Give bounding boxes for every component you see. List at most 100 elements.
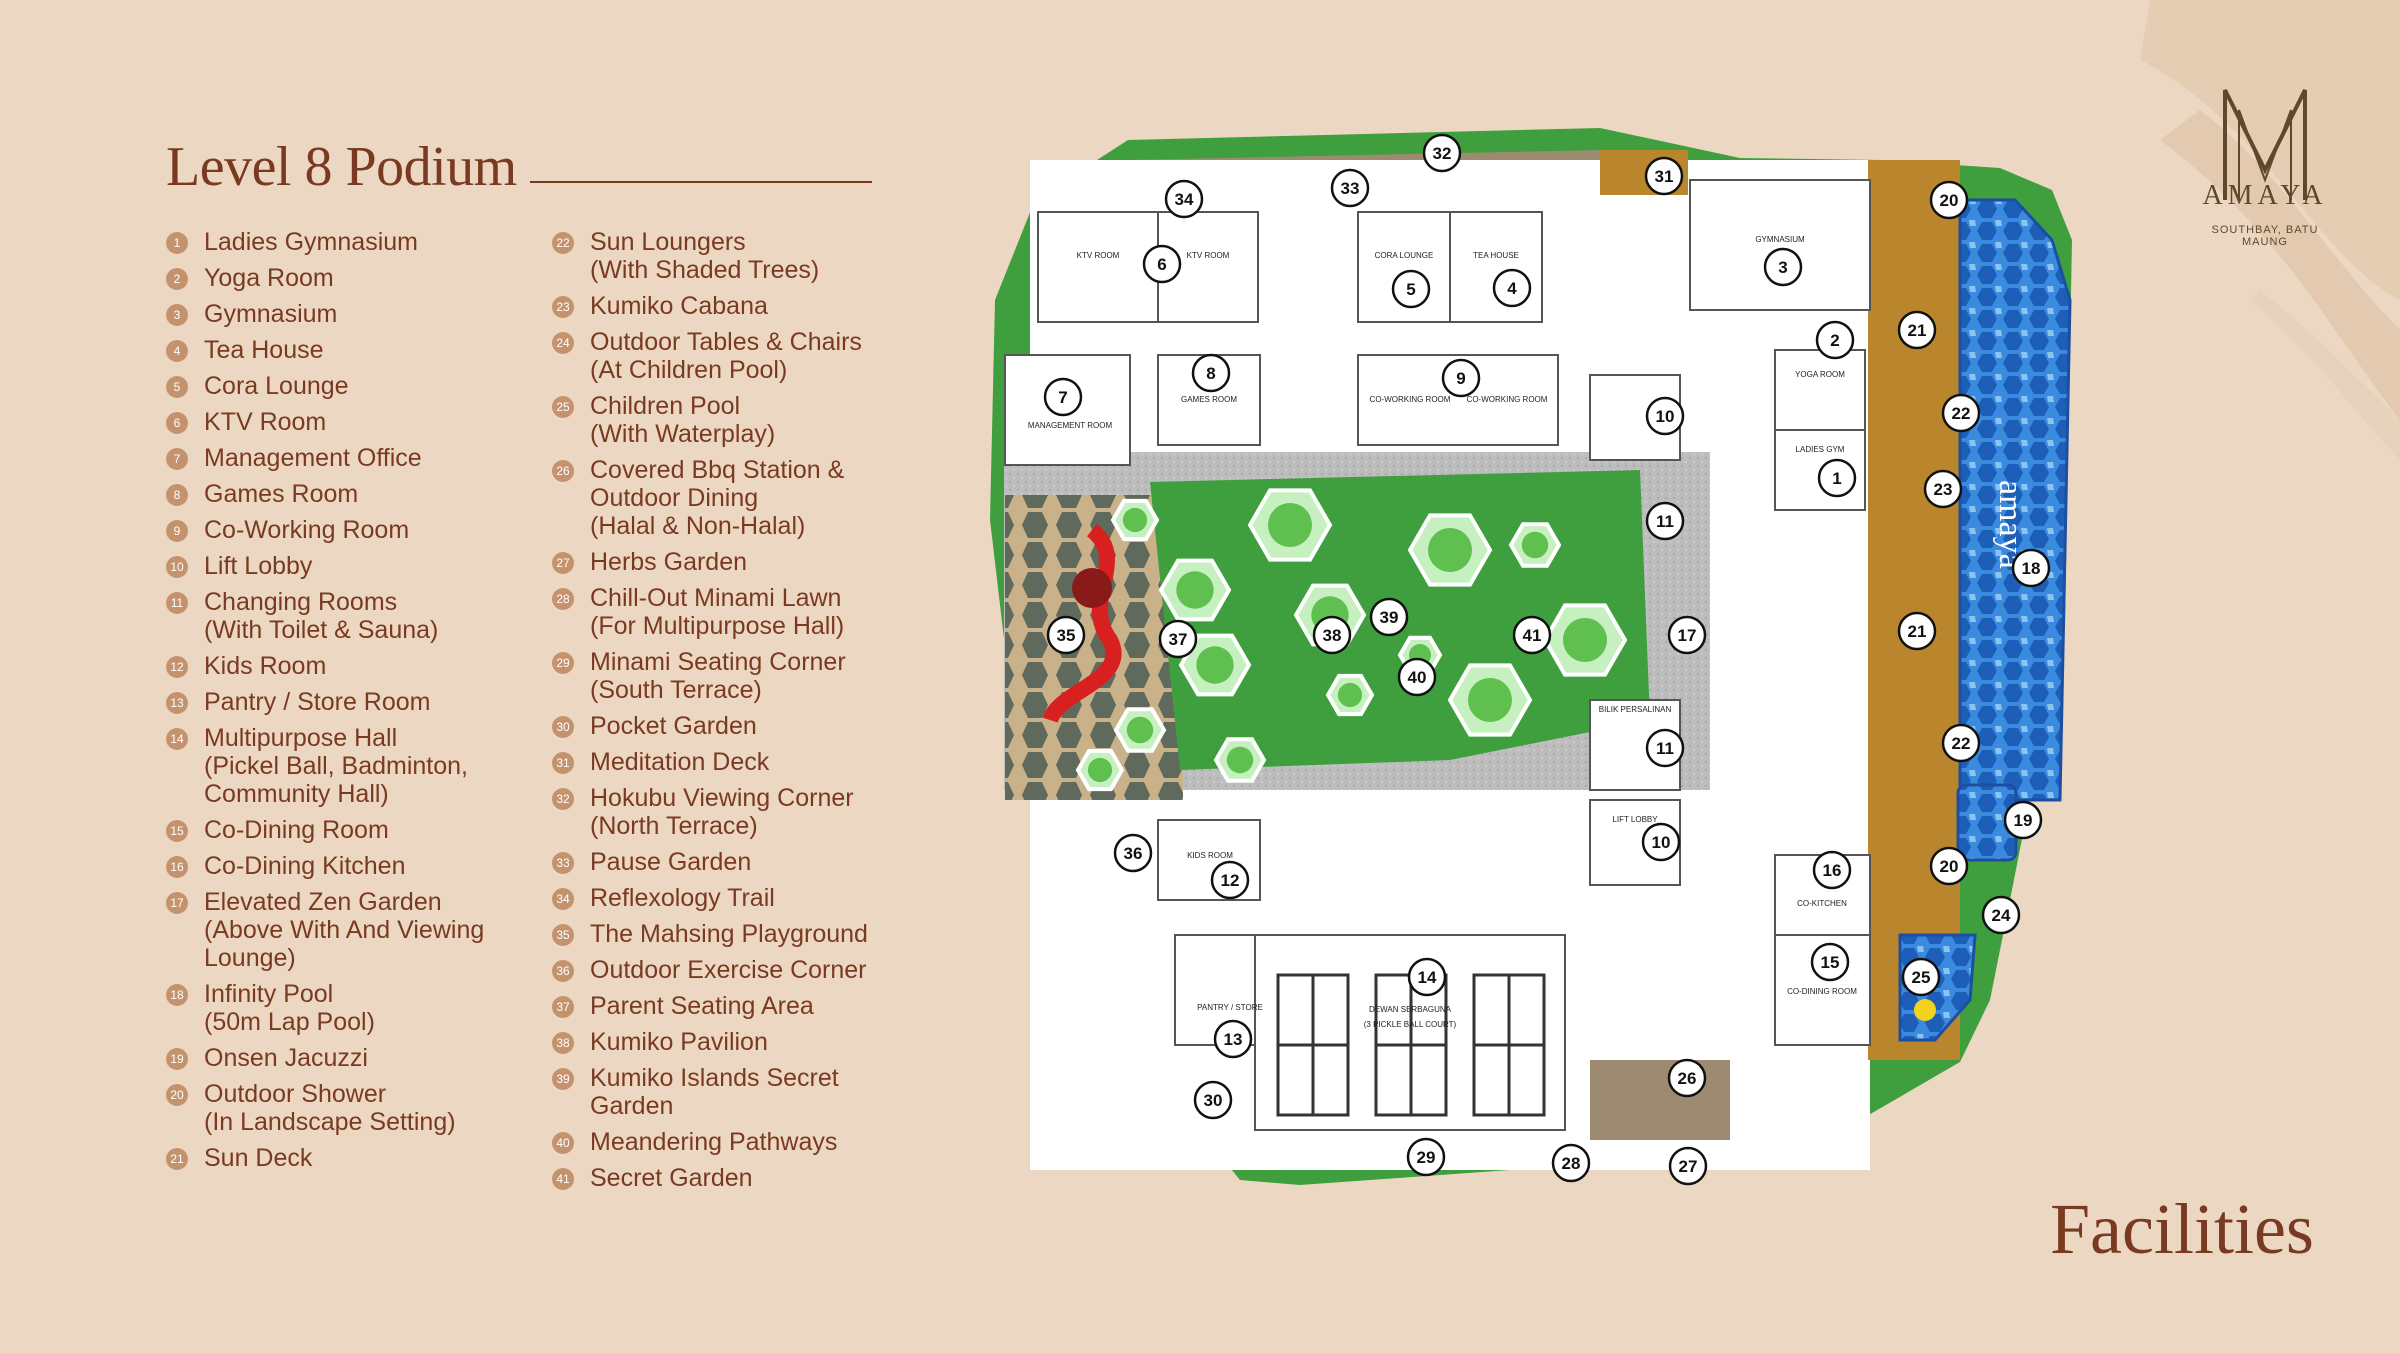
room-label: GAMES ROOM bbox=[1181, 395, 1237, 404]
tree-canopy bbox=[1337, 682, 1363, 708]
facility-label: Kumiko Cabana bbox=[590, 292, 768, 320]
tree-canopy bbox=[1122, 507, 1148, 533]
plan-marker-circle bbox=[1644, 156, 1684, 196]
plan-marker: 40 bbox=[1397, 657, 1437, 697]
room-label: LADIES GYM bbox=[1796, 445, 1845, 454]
room-label: CORA LOUNGE bbox=[1375, 251, 1434, 260]
plan-marker: 17 bbox=[1667, 615, 1707, 655]
plan-marker-number: 3 bbox=[1778, 258, 1787, 277]
plan-marker-number: 1 bbox=[1832, 469, 1841, 488]
plan-marker-number: 7 bbox=[1058, 388, 1067, 407]
plan-marker: 35 bbox=[1046, 615, 1086, 655]
plan-marker-number: 19 bbox=[2014, 811, 2033, 830]
facility-number-badge: 16 bbox=[166, 856, 188, 878]
brand-tagline: SOUTHBAY, BATU MAUNG bbox=[2211, 224, 2319, 248]
plan-marker-number: 38 bbox=[1323, 626, 1342, 645]
plan-marker-circle bbox=[1397, 657, 1437, 697]
plan-marker-circle bbox=[1210, 860, 1250, 900]
plan-marker-circle bbox=[1763, 247, 1803, 287]
plan-marker-circle bbox=[2003, 800, 2043, 840]
facility-label: Co-Working Room bbox=[204, 516, 410, 544]
facility-label: Management Office bbox=[204, 444, 422, 472]
facility-label: Co-Dining Room bbox=[204, 816, 389, 844]
room-label: DEWAN SERBAGUNA bbox=[1369, 1005, 1452, 1014]
plan-marker: 19 bbox=[2003, 800, 2043, 840]
plan-marker-circle bbox=[1897, 310, 1937, 350]
facility-label: Meditation Deck bbox=[590, 748, 770, 776]
plan-marker-circle bbox=[1158, 619, 1198, 659]
plan-marker-number: 33 bbox=[1341, 179, 1360, 198]
plan-marker-number: 5 bbox=[1406, 280, 1415, 299]
room-label: PANTRY / STORE bbox=[1197, 1003, 1263, 1012]
plan-marker-circle bbox=[1369, 597, 1409, 637]
facility-label: Games Room bbox=[204, 480, 359, 508]
plan-marker: 33 bbox=[1330, 168, 1370, 208]
facility-number-badge: 33 bbox=[552, 852, 574, 874]
facility-label: Ladies Gymnasium bbox=[204, 228, 418, 256]
plan-marker: 26 bbox=[1667, 1058, 1707, 1098]
facility-label: Sun Deck bbox=[204, 1144, 313, 1172]
facility-number-badge: 22 bbox=[552, 232, 574, 254]
plan-marker-circle bbox=[1645, 396, 1685, 436]
plan-marker-circle bbox=[1901, 957, 1941, 997]
facility-number-badge: 23 bbox=[552, 296, 574, 318]
facility-label: Changing Rooms (With Toilet & Sauna) bbox=[204, 588, 439, 644]
facility-number-badge: 31 bbox=[552, 752, 574, 774]
facility-number-badge: 18 bbox=[166, 984, 188, 1006]
tree-canopy bbox=[1126, 716, 1154, 744]
plan-marker: 41 bbox=[1512, 615, 1552, 655]
plan-marker: 10 bbox=[1641, 822, 1681, 862]
facility-label: Multipurpose Hall (Pickel Ball, Badminto… bbox=[204, 724, 469, 808]
plan-marker: 1 bbox=[1817, 458, 1857, 498]
sun-deck bbox=[1868, 160, 1960, 1060]
facility-label: Kumiko Islands Secret Garden bbox=[590, 1064, 839, 1120]
playground-tower bbox=[1072, 568, 1112, 608]
plan-marker-number: 18 bbox=[2022, 559, 2041, 578]
plan-marker: 30 bbox=[1193, 1080, 1233, 1120]
facility-number-badge: 8 bbox=[166, 484, 188, 506]
plan-marker-circle bbox=[1113, 833, 1153, 873]
room-label: KTV ROOM bbox=[1187, 251, 1230, 260]
facility-number-badge: 40 bbox=[552, 1132, 574, 1154]
facility-label: Pantry / Store Room bbox=[204, 688, 431, 716]
facility-number-badge: 36 bbox=[552, 960, 574, 982]
room-label: YOGA ROOM bbox=[1795, 370, 1845, 379]
plan-marker: 13 bbox=[1213, 1019, 1253, 1059]
facility-number-badge: 12 bbox=[166, 656, 188, 678]
plan-marker-number: 26 bbox=[1678, 1069, 1697, 1088]
facility-number-badge: 7 bbox=[166, 448, 188, 470]
plan-marker-circle bbox=[1645, 501, 1685, 541]
room-label: CO-DINING ROOM bbox=[1787, 987, 1857, 996]
plan-marker-number: 21 bbox=[1908, 622, 1927, 641]
plan-marker-number: 9 bbox=[1456, 369, 1465, 388]
facility-number-badge: 13 bbox=[166, 692, 188, 714]
plan-marker-number: 34 bbox=[1175, 190, 1194, 209]
room-label: TEA HOUSE bbox=[1473, 251, 1519, 260]
facility-number-badge: 38 bbox=[552, 1032, 574, 1054]
facility-label: Chill-Out Minami Lawn (For Multipurpose … bbox=[590, 584, 845, 640]
facility-label: Cora Lounge bbox=[204, 372, 349, 400]
facility-number-badge: 35 bbox=[552, 924, 574, 946]
facility-number-badge: 34 bbox=[552, 888, 574, 910]
plan-marker: 3 bbox=[1763, 247, 1803, 287]
facility-number-badge: 19 bbox=[166, 1048, 188, 1070]
plan-marker: 22 bbox=[1941, 393, 1981, 433]
plan-marker: 23 bbox=[1923, 469, 1963, 509]
facility-legend-item: 23 Kumiko Cabana bbox=[552, 292, 912, 320]
plan-marker-number: 28 bbox=[1562, 1154, 1581, 1173]
